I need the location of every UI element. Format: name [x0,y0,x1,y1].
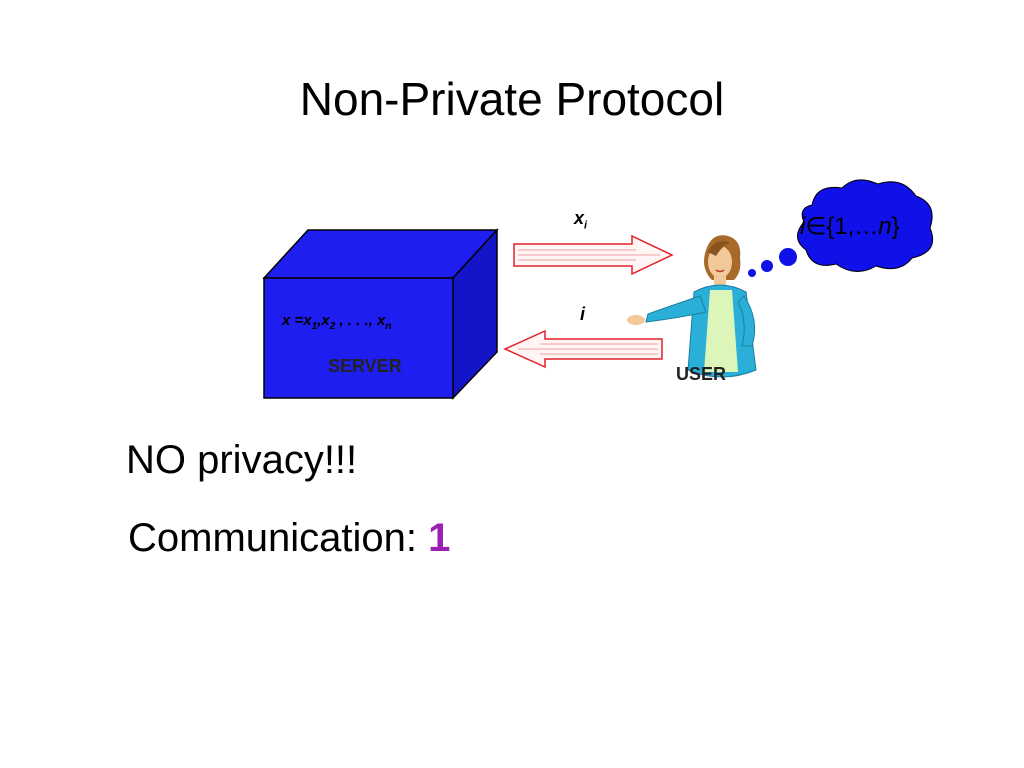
server-label: SERVER [328,356,402,376]
communication-label: Communication: [128,516,429,560]
slide-title: Non-Private Protocol [299,73,725,125]
thought-bubble [748,179,934,277]
arrow-top-label: xi [574,208,588,232]
server-cube-front [263,277,454,399]
user-figure [627,235,757,378]
communication-value: 1 [428,516,451,560]
server-cube [262,228,499,400]
user-label: USER [676,364,727,384]
arrow-to-server [503,329,663,369]
communication-line: Communication: 1 [128,516,450,561]
arrow-to-user [513,234,674,276]
thought-text: i∈{1,…n} [800,213,900,240]
server-data-formula: x =x1,x2 , . . ., xn [282,312,392,332]
privacy-statement: NO privacy!!! [126,438,358,482]
arrow-bottom-label: i [580,304,586,324]
